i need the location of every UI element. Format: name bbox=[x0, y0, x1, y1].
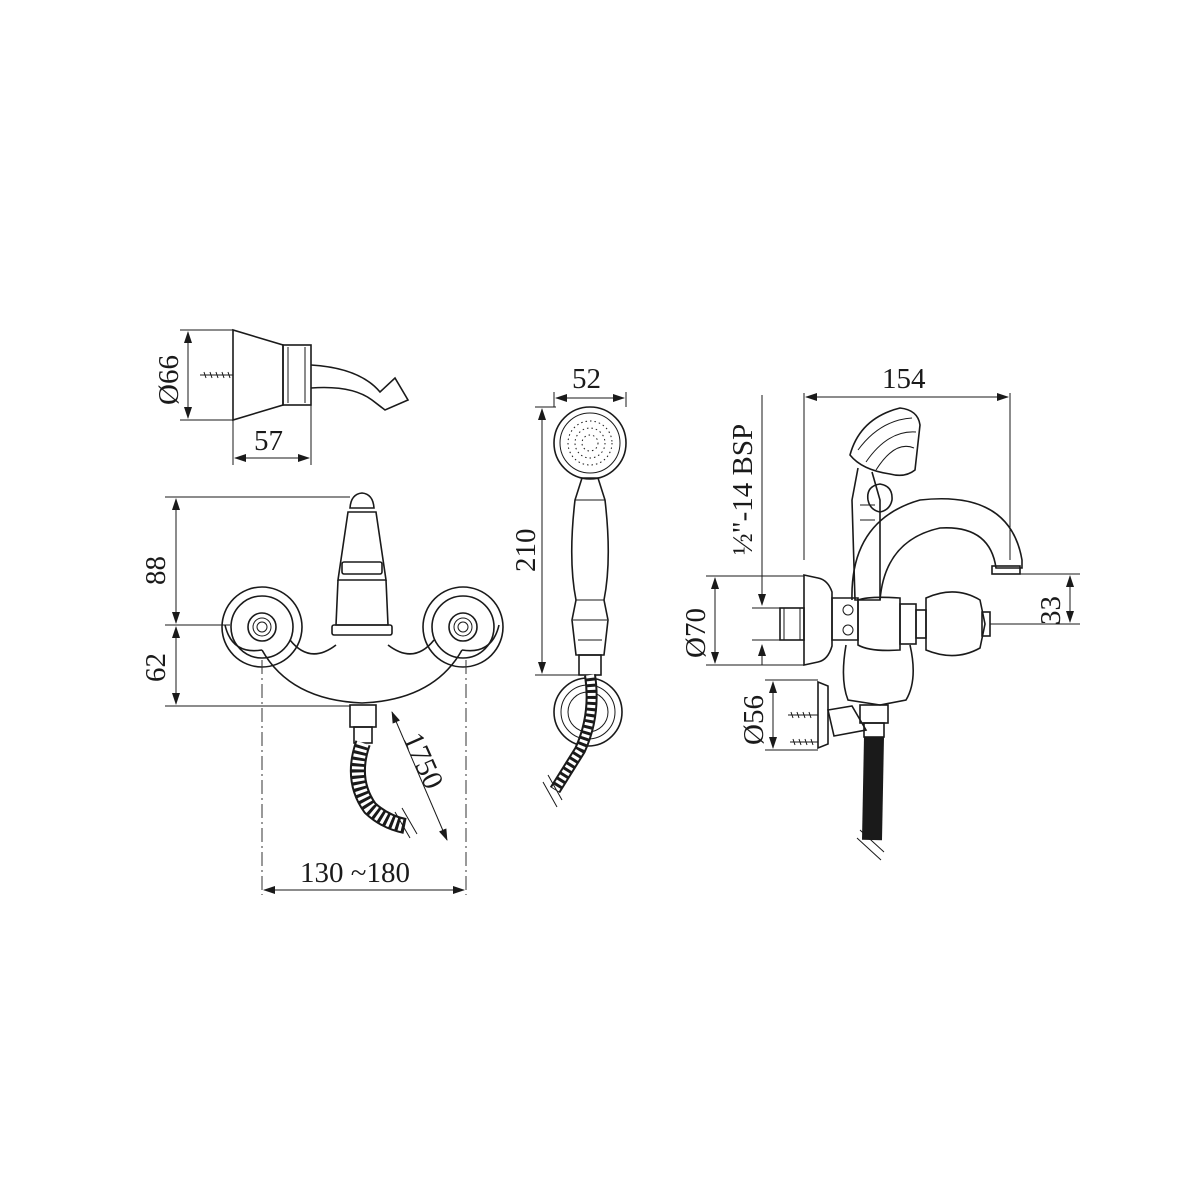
right-handle-rosette bbox=[422, 586, 504, 668]
bracket-screw bbox=[200, 371, 233, 379]
holder-handset-head bbox=[849, 407, 921, 477]
bracket-collar bbox=[282, 344, 312, 406]
dim-center-distance: 130 ~180 bbox=[300, 857, 410, 889]
inlet-pipe bbox=[779, 607, 805, 641]
dim-thread-spec: ½"-14 BSP bbox=[727, 424, 759, 555]
wall-flange bbox=[803, 574, 833, 666]
dim-head-width: 52 bbox=[572, 363, 601, 395]
diverter-knob bbox=[349, 492, 375, 509]
hose-nut bbox=[349, 704, 377, 728]
dim-bracket-depth: 57 bbox=[254, 425, 283, 457]
side-crystal-handle bbox=[925, 591, 986, 657]
dim-side-reach: 154 bbox=[882, 363, 926, 395]
dim-flange-diameter: Ø70 bbox=[680, 608, 712, 658]
spout bbox=[851, 498, 1023, 601]
right-crystal-handle bbox=[431, 595, 495, 659]
left-crystal-handle bbox=[230, 595, 294, 659]
wall-plate bbox=[817, 680, 829, 750]
dim-wall-plate-diameter: Ø56 bbox=[738, 695, 770, 745]
dim-hose-length: 1750 bbox=[397, 728, 450, 794]
dim-handset-length: 210 bbox=[510, 529, 542, 573]
bracket-base bbox=[232, 328, 284, 422]
faucet-body bbox=[261, 649, 463, 704]
hand-shower-view: 52 210 bbox=[510, 363, 627, 808]
bracket-arm bbox=[310, 364, 410, 411]
shower-head bbox=[553, 406, 627, 480]
dim-faucet-lower: 62 bbox=[140, 653, 172, 682]
shower-bracket-view: Ø66 57 bbox=[153, 328, 410, 465]
dim-bracket-diameter: Ø66 bbox=[153, 355, 185, 405]
holder-crystal-knob bbox=[866, 483, 893, 513]
dim-spout-height: 33 bbox=[1035, 596, 1067, 625]
shower-handle bbox=[570, 477, 610, 656]
faucet-side-view: 154 ½"-14 BSP Ø70 33 Ø56 bbox=[680, 363, 1080, 861]
lower-body bbox=[842, 644, 914, 706]
faucet-front-view: 88 62 130 ~180 1750 bbox=[140, 492, 504, 895]
diverter-column bbox=[337, 511, 387, 581]
dim-faucet-upper: 88 bbox=[140, 556, 172, 585]
